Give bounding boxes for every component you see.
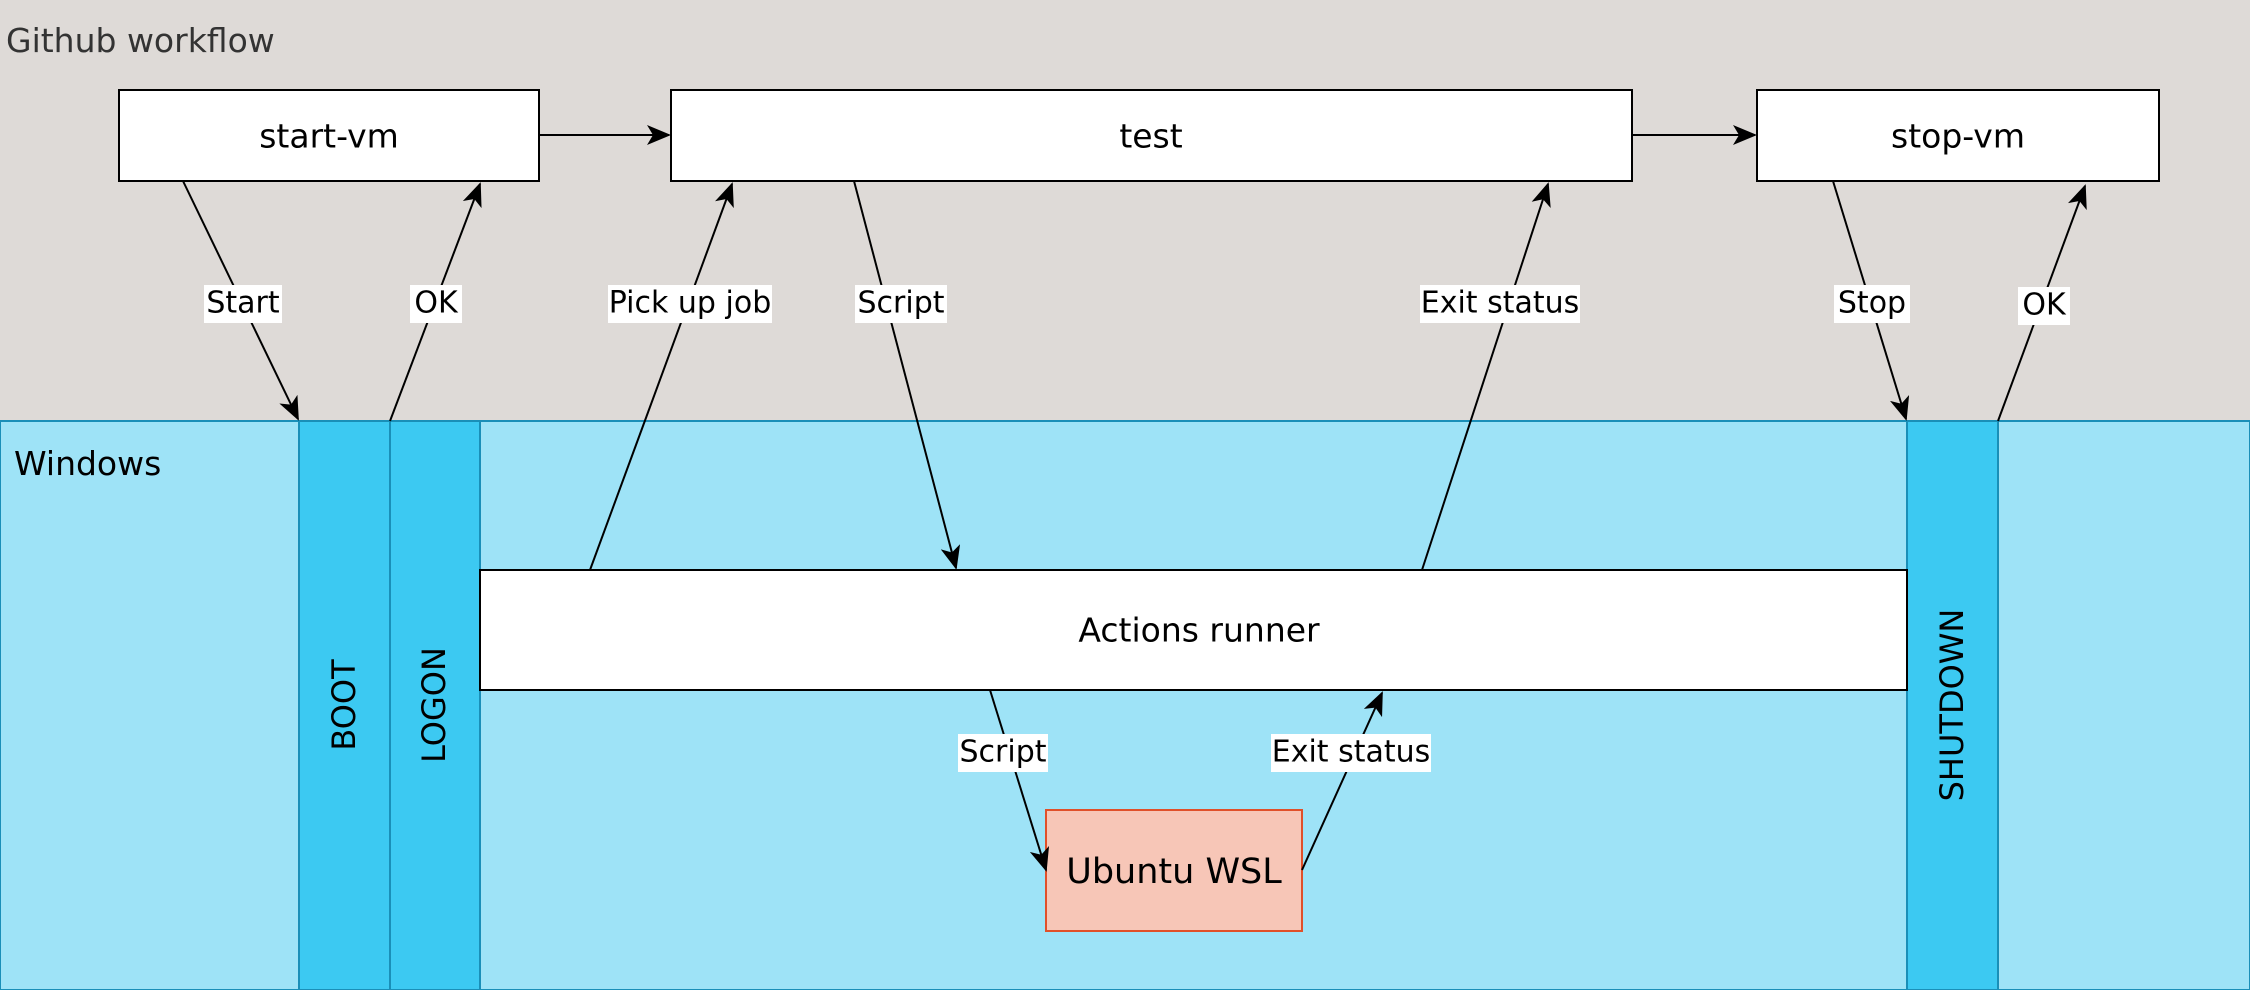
label-script-wsl-text: Script (959, 735, 1046, 770)
label-ok-shutdown: OK (2018, 287, 2070, 325)
label-ok-boot: OK (410, 285, 462, 323)
label-start: Start (204, 285, 282, 323)
windows-title: Windows (14, 444, 161, 483)
job-stop-vm: stop-vm (1756, 89, 2160, 182)
shutdown-phase: SHUTDOWN (1906, 420, 1999, 990)
exit-status-test-arrow (1421, 182, 1551, 571)
workflow-title: Github workflow (6, 21, 275, 60)
job-stop-vm-label: stop-vm (1891, 117, 2025, 156)
workflow-area (0, 0, 2250, 421)
label-pick-up-job: Pick up job (608, 285, 772, 323)
boot-phase: BOOT (298, 420, 391, 990)
logon-label: LOGON (415, 647, 453, 763)
job-test-label: test (1119, 117, 1182, 156)
shutdown-label: SHUTDOWN (1933, 609, 1971, 802)
label-script-test: Script (855, 285, 947, 323)
script-test-arrow (853, 180, 961, 570)
logon-phase: LOGON (389, 420, 481, 990)
label-stop: Stop (1834, 285, 1910, 323)
label-script-test-text: Script (857, 286, 944, 321)
label-exit-status-wsl: Exit status (1271, 734, 1431, 772)
label-stop-text: Stop (1838, 286, 1906, 321)
label-exit-status-test-text: Exit status (1421, 286, 1580, 321)
label-ok-boot-text: OK (414, 286, 459, 321)
label-start-text: Start (206, 286, 280, 321)
actions-runner-label: Actions runner (1078, 611, 1320, 650)
job-start-vm-label: start-vm (259, 117, 399, 156)
boot-label: BOOT (325, 659, 363, 751)
label-pick-up-job-text: Pick up job (609, 286, 772, 321)
ubuntu-wsl: Ubuntu WSL (1045, 809, 1303, 932)
label-script-wsl: Script (958, 734, 1048, 772)
actions-runner: Actions runner (479, 569, 1908, 691)
pick-up-job-arrow (589, 182, 734, 571)
job-start-vm: start-vm (118, 89, 540, 182)
label-ok-shutdown-text: OK (2022, 288, 2067, 323)
label-exit-status-test: Exit status (1420, 285, 1580, 323)
script-wsl-arrow (989, 689, 1050, 872)
label-exit-status-wsl-text: Exit status (1272, 735, 1431, 770)
ubuntu-wsl-label: Ubuntu WSL (1066, 852, 1282, 892)
job-test: test (670, 89, 1633, 182)
exit-status-wsl-arrow (1301, 691, 1383, 871)
